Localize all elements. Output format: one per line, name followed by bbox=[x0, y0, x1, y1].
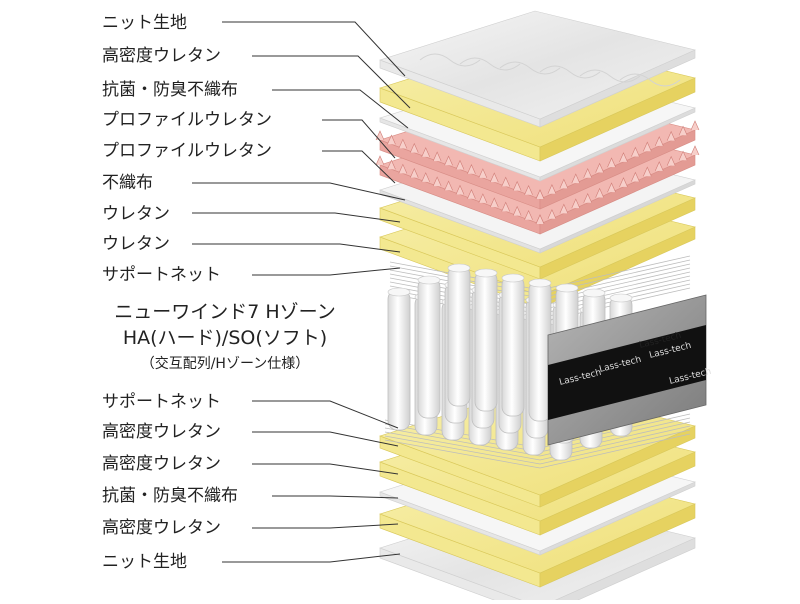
leader-line bbox=[192, 212, 401, 223]
leader-lines bbox=[192, 21, 411, 563]
leader-line bbox=[192, 243, 401, 253]
pocket-coil-unit: Lass-techLass-techLass-techLass-techLass… bbox=[387, 263, 712, 461]
label-coil-name: ニューワインド7 Hゾーン bbox=[114, 301, 336, 323]
label-hd-urethane-4: 高密度ウレタン bbox=[102, 518, 221, 538]
label-profile-urethane-2: プロファイルウレタン bbox=[102, 141, 272, 161]
leader-line bbox=[252, 55, 411, 109]
leader-line bbox=[222, 21, 406, 77]
label-hd-urethane-1: 高密度ウレタン bbox=[102, 46, 221, 66]
label-antibac-fabric-2: 抗菌・防臭不織布 bbox=[102, 486, 238, 506]
leader-line bbox=[322, 119, 396, 159]
leader-line bbox=[222, 553, 401, 563]
leader-line bbox=[252, 400, 399, 429]
label-urethane-1: ウレタン bbox=[102, 204, 170, 224]
label-knit-bottom: ニット生地 bbox=[102, 552, 187, 572]
label-antibac-fabric-1: 抗菌・防臭不織布 bbox=[102, 80, 238, 100]
label-coil-note: （交互配列/Hゾーン仕様） bbox=[140, 356, 310, 372]
leader-line bbox=[252, 463, 399, 475]
leader-line bbox=[272, 89, 409, 129]
label-support-net-bottom: サポートネット bbox=[102, 392, 221, 412]
pocket-coil bbox=[474, 268, 498, 412]
label-knit-top: ニット生地 bbox=[102, 13, 187, 33]
label-coil-spec: HA(ハード)/SO(ソフト) bbox=[122, 327, 328, 349]
pocket-coil bbox=[501, 273, 525, 417]
label-support-net-top: サポートネット bbox=[102, 265, 221, 285]
label-hd-urethane-2: 高密度ウレタン bbox=[102, 422, 221, 442]
label-urethane-2: ウレタン bbox=[102, 234, 170, 254]
coil-border-panel: Lass-techLass-techLass-techLass-techLass… bbox=[547, 294, 712, 446]
pocket-coil bbox=[417, 275, 441, 419]
leader-line bbox=[322, 150, 396, 184]
label-nonwoven: 不織布 bbox=[102, 173, 153, 193]
leader-line bbox=[252, 523, 399, 529]
label-hd-urethane-3: 高密度ウレタン bbox=[102, 454, 221, 474]
leader-line bbox=[252, 431, 399, 447]
leader-line bbox=[252, 267, 401, 276]
leader-line bbox=[272, 495, 399, 499]
pocket-coil bbox=[447, 263, 471, 407]
leader-line bbox=[192, 182, 406, 201]
pocket-coil bbox=[387, 287, 411, 431]
label-profile-urethane-1: プロファイルウレタン bbox=[102, 110, 272, 130]
layer-knit-top bbox=[379, 10, 696, 128]
